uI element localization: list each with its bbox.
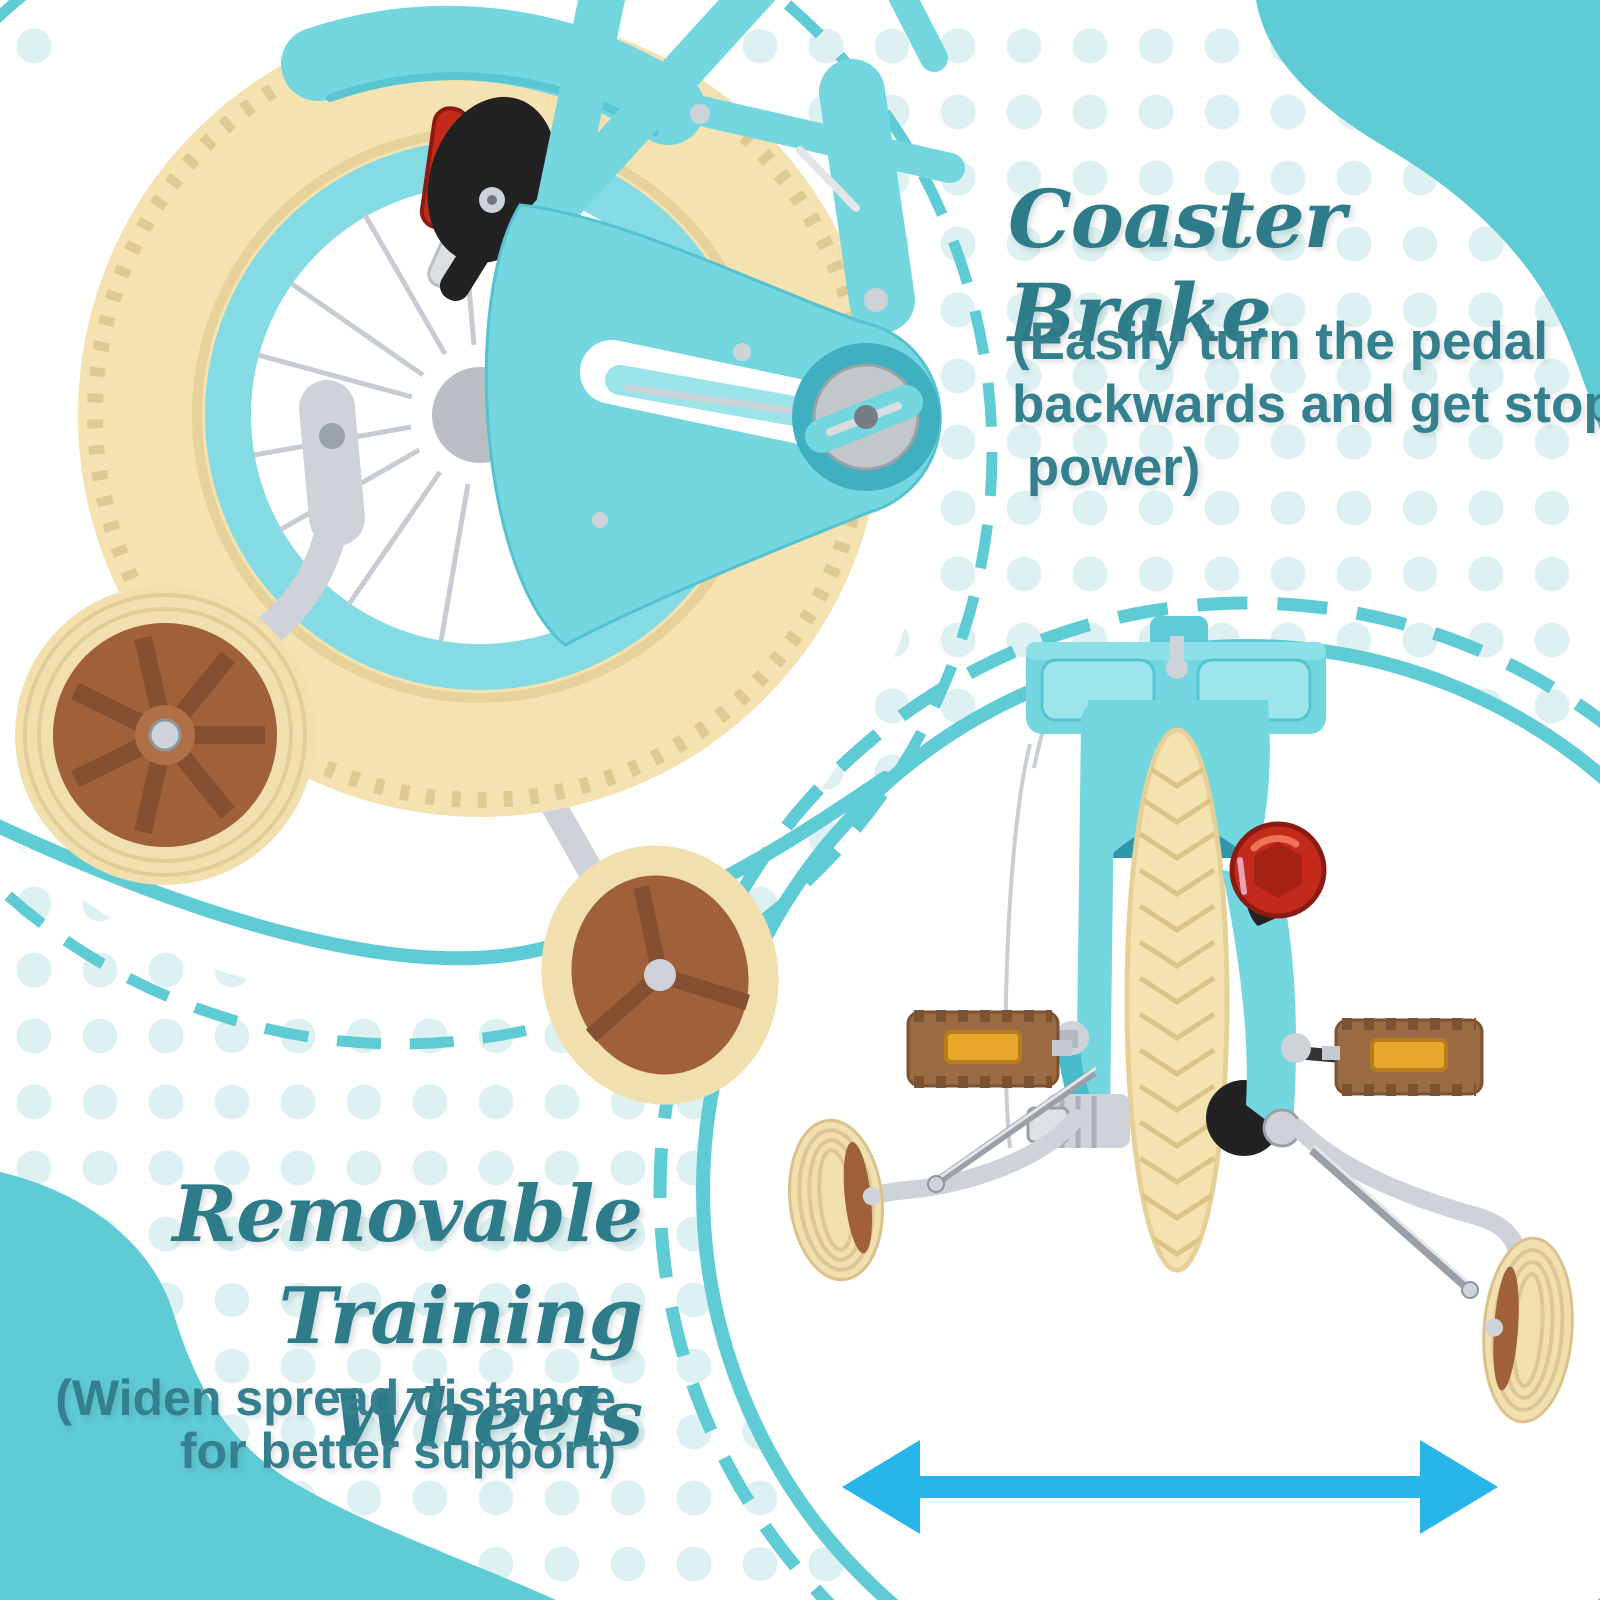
left-training-wheel: [787, 1118, 885, 1282]
chain-guard: [484, 203, 942, 647]
right-pedal: [1322, 1018, 1484, 1096]
double-headed-arrow-icon: [842, 1440, 1498, 1534]
closeup-photo: [15, 0, 965, 1105]
dashed-ring-topleft: [0, 0, 998, 1050]
coaster-brake-line-3: power): [1012, 438, 1201, 497]
coaster-brake-description: (Easily turn the pedal backwards and get…: [1012, 310, 1600, 499]
brake-cable: [1003, 743, 1032, 1149]
fender: [281, 5, 705, 145]
blob-bottom-left: [0, 1172, 556, 1600]
far-training-wheel: [541, 845, 779, 1105]
training-wheels-line-2: for better support): [179, 1423, 616, 1479]
dashed-ring-bottomright: [653, 596, 1600, 1600]
rear-chain-guard: [1222, 870, 1296, 1140]
training-wheels-title-line-2: Training Wheels: [278, 1271, 643, 1464]
coaster-brake-line-1: (Easily turn the pedal: [1012, 312, 1549, 371]
rear-view-photo: [787, 616, 1574, 1534]
training-wheels-title-line-1: Removable: [172, 1169, 643, 1260]
rear-reflector-round: [1229, 821, 1327, 926]
left-pedal: [906, 1010, 1072, 1088]
training-wheels-line-1: (Widen spread distance: [55, 1370, 616, 1426]
seat-post: [1150, 616, 1208, 650]
blob-top-right: [1256, 0, 1600, 430]
training-wheels-title: Removable Training Wheels: [0, 1164, 643, 1470]
training-wheel: [15, 585, 315, 885]
rear-tire: [1124, 727, 1230, 1273]
right-training-wheel: [1482, 1236, 1574, 1424]
coaster-brake-title: Coaster Brake: [1008, 172, 1346, 360]
training-wheels-description: (Widen spread distance for better suppor…: [0, 1372, 616, 1478]
connector-arc: [0, 771, 892, 966]
coaster-brake-line-2: backwards and get stop: [1012, 375, 1600, 434]
